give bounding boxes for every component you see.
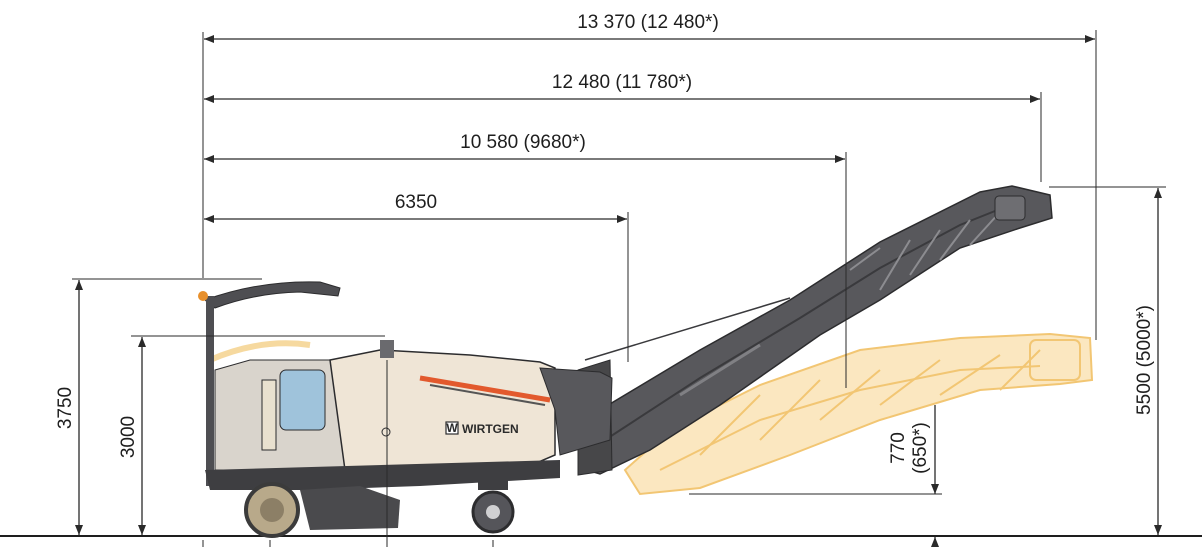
label-length-3: 10 580 (9680*): [460, 132, 586, 153]
label-discharge-min-line1: 770: [888, 432, 909, 464]
extension-lines: [72, 30, 1166, 547]
label-length-2: 12 480 (11 780*): [552, 72, 692, 93]
horizontal-dimensions: [204, 35, 1095, 223]
brand-label: WIRTGEN: [462, 422, 519, 436]
label-overall-length: 13 370 (12 480*): [577, 12, 719, 33]
label-discharge-min-line2: (650*): [910, 422, 931, 474]
label-height-cab: 3000: [118, 416, 139, 458]
milling-machine: W WIRTGEN: [198, 281, 613, 538]
brand-mark-box: [445, 421, 459, 435]
vertical-dimensions: [75, 188, 1162, 547]
label-discharge-max: 5500 (5000*): [1134, 305, 1155, 415]
label-length-4: 6350: [395, 192, 437, 213]
ghost-conveyor: [208, 332, 1094, 496]
label-height-canopy: 3750: [55, 387, 76, 429]
brand-mark: W: [446, 421, 458, 435]
